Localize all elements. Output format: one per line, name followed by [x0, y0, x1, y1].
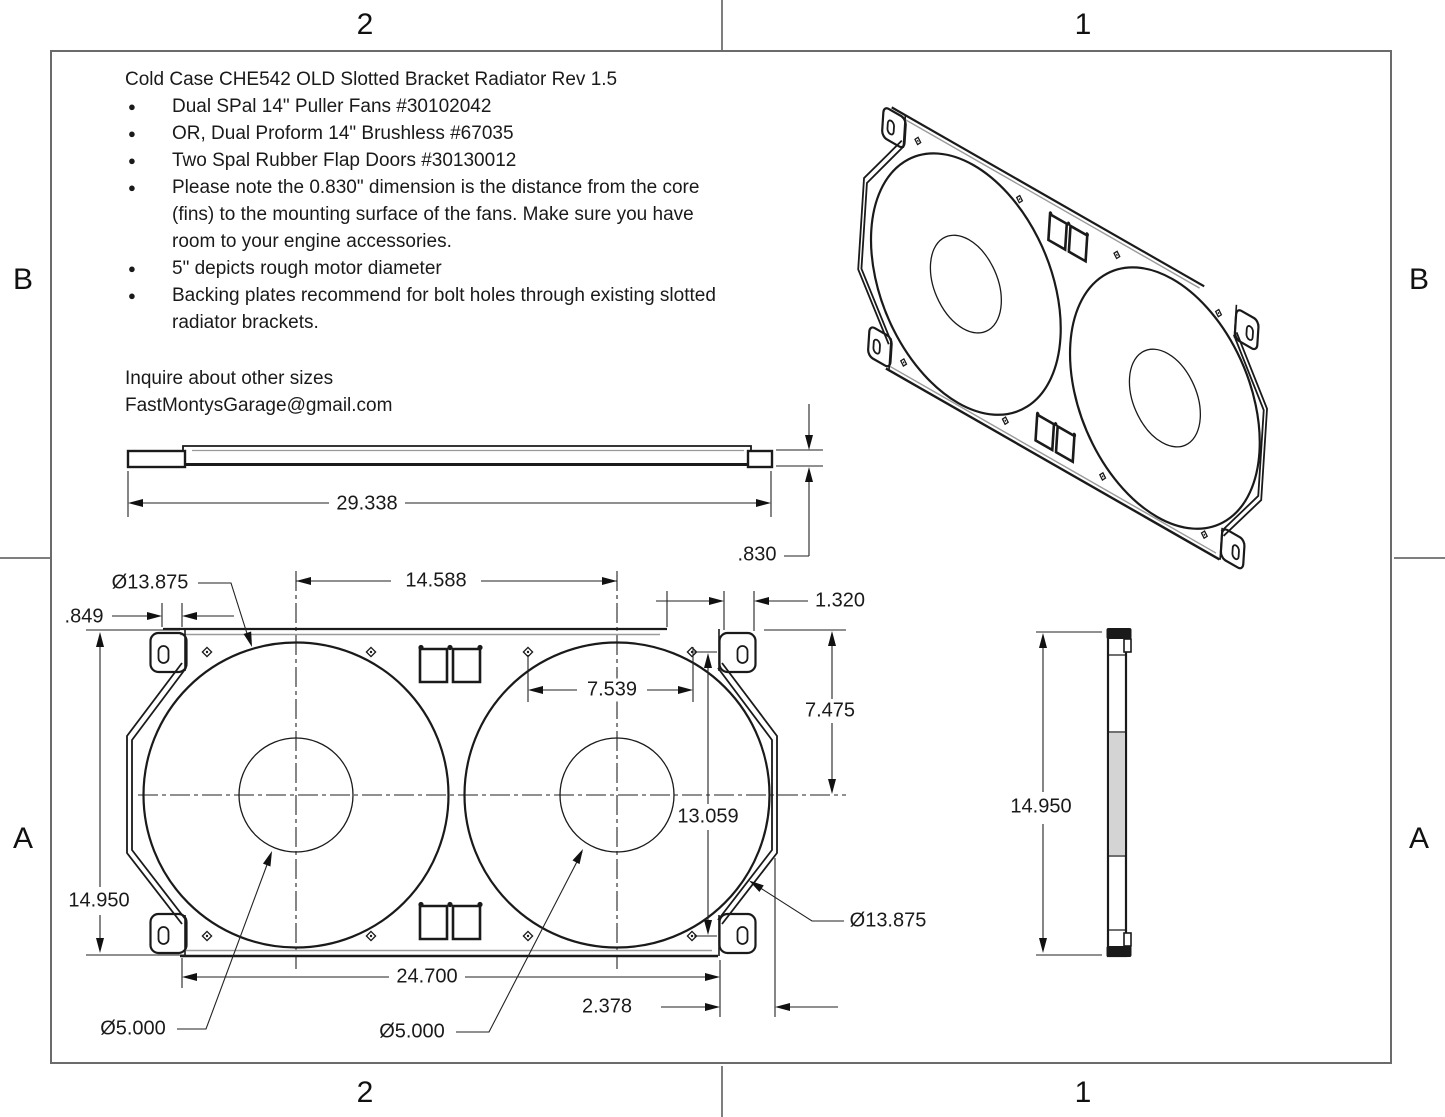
contact-block: Inquire about other sizes FastMontysGara… [125, 365, 737, 419]
bullet-icon: ● [128, 126, 136, 141]
dim-side-length: 29.338 [333, 492, 401, 516]
note-text: Please note the 0.830" dimension is the … [172, 177, 700, 252]
dim-core-offset: .830 [734, 543, 780, 567]
front-view [127, 629, 777, 956]
note-text: Dual SPal 14" Puller Fans #30102042 [172, 96, 492, 117]
note-text: Backing plates recommend for bolt holes … [172, 285, 716, 333]
front-view-centerlines [138, 571, 846, 969]
zone-label-top-left: 2 [356, 8, 374, 41]
note-text: 5" depicts rough motor diameter [172, 258, 442, 279]
note-item: ● OR, Dual Proform 14" Brushless #67035 [125, 120, 737, 147]
notes-block: Cold Case CHE542 OLD Slotted Bracket Rad… [125, 66, 737, 419]
dim-hole-height: 13.059 [674, 805, 742, 829]
dim-edge-offset: .849 [61, 605, 107, 629]
zone-label-right-upper: B [1408, 263, 1430, 296]
zone-label-left-lower: A [12, 822, 34, 855]
dim-motor-diameter-right: Ø5.000 [376, 1020, 448, 1044]
zone-label-bottom-right: 1 [1074, 1076, 1092, 1109]
dim-fan-diameter-bottom: Ø13.875 [846, 909, 930, 933]
dim-half-height: 7.475 [801, 699, 859, 723]
isometric-view [853, 95, 1272, 581]
note-item: ● Backing plates recommend for bolt hole… [125, 282, 737, 336]
note-text: Two Spal Rubber Flap Doors #30130012 [172, 150, 517, 171]
dim-overall-height: 14.950 [65, 889, 133, 913]
profile-view-dimensions [1036, 631, 1102, 956]
note-item: ● Please note the 0.830" dimension is th… [125, 174, 737, 255]
note-item: ● Dual SPal 14" Puller Fans #30102042 [125, 93, 737, 120]
drawing-title: Cold Case CHE542 OLD Slotted Bracket Rad… [125, 69, 618, 90]
bullet-icon: ● [128, 261, 136, 276]
dim-motor-diameter-left: Ø5.000 [97, 1017, 169, 1041]
bullet-icon: ● [128, 180, 136, 195]
zone-label-left-upper: B [12, 263, 34, 296]
dim-fan-spacing: 14.588 [402, 569, 470, 593]
note-item: ● Two Spal Rubber Flap Doors #30130012 [125, 147, 737, 174]
bullet-icon: ● [128, 288, 136, 303]
side-edge-view [126, 445, 774, 469]
contact-line: Inquire about other sizes [125, 368, 334, 389]
zone-label-bottom-left: 2 [356, 1076, 374, 1109]
dim-hole-span: 7.539 [583, 678, 641, 702]
sheet-border [50, 50, 1392, 1064]
dim-corner-offset: 2.378 [578, 995, 636, 1019]
note-item: ● 5" depicts rough motor diameter [125, 255, 737, 282]
side-view-dimensions [127, 404, 823, 557]
dim-tab-width: 1.320 [811, 589, 869, 613]
dim-fan-diameter-top: Ø13.875 [108, 571, 192, 595]
dim-bottom-width: 24.700 [393, 965, 461, 989]
zone-label-right-lower: A [1408, 822, 1430, 855]
bullet-icon: ● [128, 153, 136, 168]
contact-email: FastMontysGarage@gmail.com [125, 395, 393, 416]
profile-view [1106, 628, 1132, 958]
zone-label-top-right: 1 [1074, 8, 1092, 41]
note-text: OR, Dual Proform 14" Brushless #67035 [172, 123, 514, 144]
front-view-dimensions [86, 577, 846, 1033]
bullet-icon: ● [128, 99, 136, 114]
dim-profile-height: 14.950 [1007, 795, 1075, 819]
